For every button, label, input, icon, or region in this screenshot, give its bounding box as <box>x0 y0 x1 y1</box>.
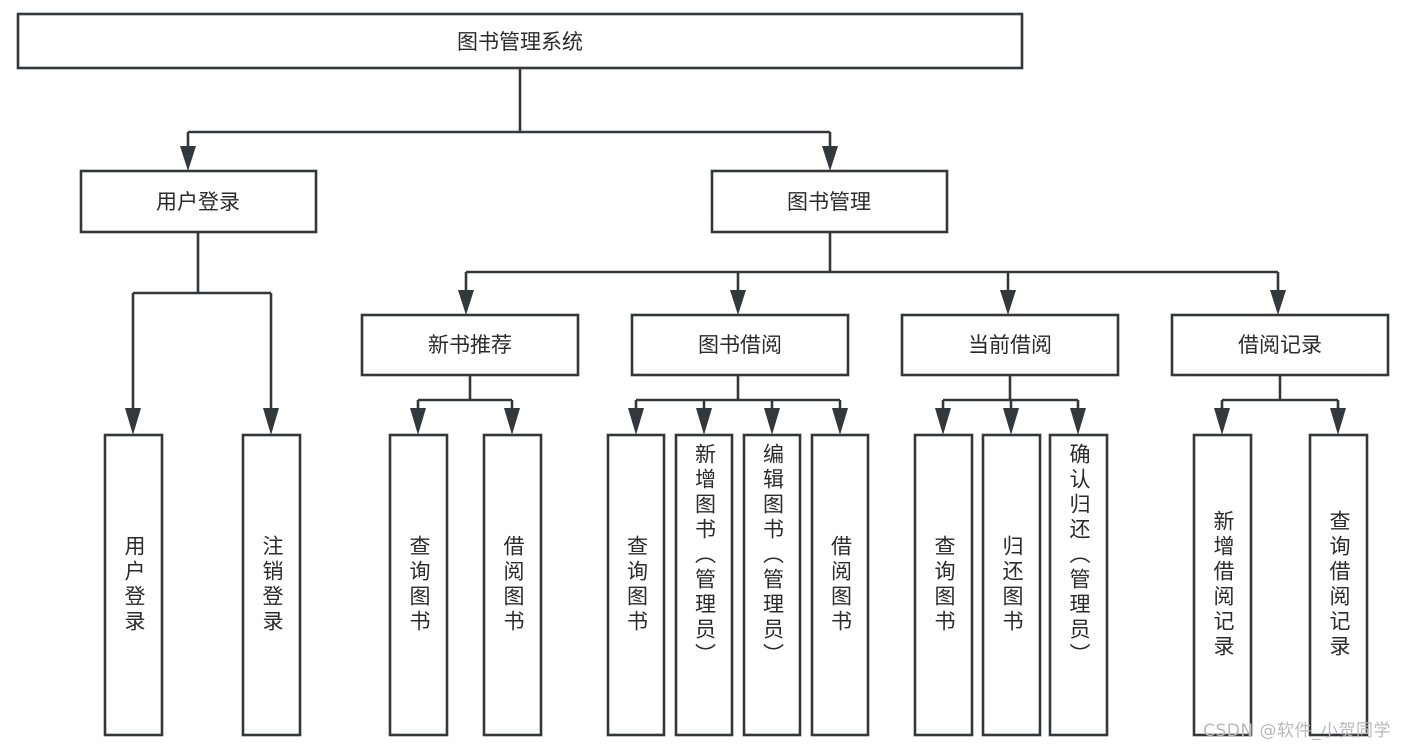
node-new-book-recommend-label: 新书推荐 <box>428 333 512 357</box>
node-borrow-record-box[interactable] <box>1170 313 1390 377</box>
node-book-borrow-label: 图书借阅 <box>698 333 782 357</box>
connector-group-new-book-recommend-to-leaves <box>410 375 520 435</box>
node-user-login-box[interactable] <box>79 169 318 234</box>
arrow-head-user-login <box>180 146 196 171</box>
arrow-head-leaf-query-book-3 <box>935 408 951 435</box>
connector-group-book-borrow-to-leaves <box>628 375 848 435</box>
connector-group-book-management-to-level3 <box>458 232 1286 315</box>
arrow-head-current-borrow <box>1000 290 1016 315</box>
arrow-head-leaf-add-book <box>696 408 712 435</box>
node-leaf-query-record-box[interactable] <box>1308 433 1369 737</box>
node-book-borrow[interactable]: 图书借阅 <box>630 313 850 377</box>
node-leaf-confirm-return-box[interactable] <box>1048 433 1109 737</box>
node-leaf-logout-box[interactable] <box>241 433 302 737</box>
node-book-management-box[interactable] <box>710 169 949 234</box>
node-current-borrow[interactable]: 当前借阅 <box>900 313 1120 377</box>
node-leaf-query-book-1-box[interactable] <box>388 433 449 737</box>
connector-group-user-login-to-leaves <box>125 232 279 435</box>
node-leaf-add-record-box[interactable] <box>1192 433 1253 737</box>
arrow-head-leaf-query-book-2 <box>628 408 644 435</box>
node-leaf-user-login-box[interactable] <box>103 433 164 737</box>
node-leaf-borrow-book-1-box[interactable] <box>482 433 543 737</box>
node-user-login[interactable]: 用户登录 <box>79 169 318 234</box>
arrow-head-leaf-query-book-1 <box>410 408 426 435</box>
node-new-book-recommend-box[interactable] <box>360 313 580 377</box>
arrow-head-leaf-user-login <box>125 408 141 435</box>
arrow-head-leaf-confirm-return <box>1070 408 1086 435</box>
connector-group-borrow-record-to-leaves <box>1214 375 1346 435</box>
node-root[interactable]: 图书管理系统 <box>16 12 1024 70</box>
arrow-head-leaf-borrow-book-1 <box>504 408 520 435</box>
node-leaf-add-book-box[interactable] <box>674 433 734 737</box>
arrow-head-borrow-record <box>1270 290 1286 315</box>
node-book-borrow-box[interactable] <box>630 313 850 377</box>
node-leaf-query-book-3-box[interactable] <box>913 433 974 737</box>
connector-group-current-borrow-to-leaves <box>935 375 1086 435</box>
arrow-head-leaf-query-record <box>1330 408 1346 435</box>
node-current-borrow-label: 当前借阅 <box>968 333 1052 357</box>
node-leaf-return-book-box[interactable] <box>981 433 1042 737</box>
node-leaf-borrow-book-2-box[interactable] <box>810 433 870 737</box>
node-book-management-label: 图书管理 <box>787 190 871 214</box>
node-leaf-query-book-2-box[interactable] <box>606 433 666 737</box>
node-borrow-record[interactable]: 借阅记录 <box>1170 313 1390 377</box>
arrow-head-leaf-edit-book <box>764 408 780 435</box>
arrow-head-leaf-add-record <box>1214 408 1230 435</box>
node-user-login-label: 用户登录 <box>156 190 240 214</box>
node-current-borrow-box[interactable] <box>900 313 1120 377</box>
arrow-head-book-management <box>822 146 838 171</box>
arrow-head-book-borrow <box>730 290 746 315</box>
arrow-head-new-book-recommend <box>458 290 474 315</box>
arrow-head-leaf-return-book <box>1003 408 1019 435</box>
connector-group-root-to-level2 <box>180 68 838 171</box>
node-leaf-edit-book-box[interactable] <box>742 433 802 737</box>
node-borrow-record-label: 借阅记录 <box>1238 333 1322 357</box>
node-root-label: 图书管理系统 <box>457 30 583 54</box>
arrow-head-leaf-logout <box>263 408 279 435</box>
node-root-box[interactable] <box>16 12 1024 70</box>
node-book-management[interactable]: 图书管理 <box>710 169 949 234</box>
node-new-book-recommend[interactable]: 新书推荐 <box>360 313 580 377</box>
arrow-head-leaf-borrow-book-2 <box>832 408 848 435</box>
csdn-watermark: CSDN @软件_小贺同学 <box>1203 721 1391 741</box>
